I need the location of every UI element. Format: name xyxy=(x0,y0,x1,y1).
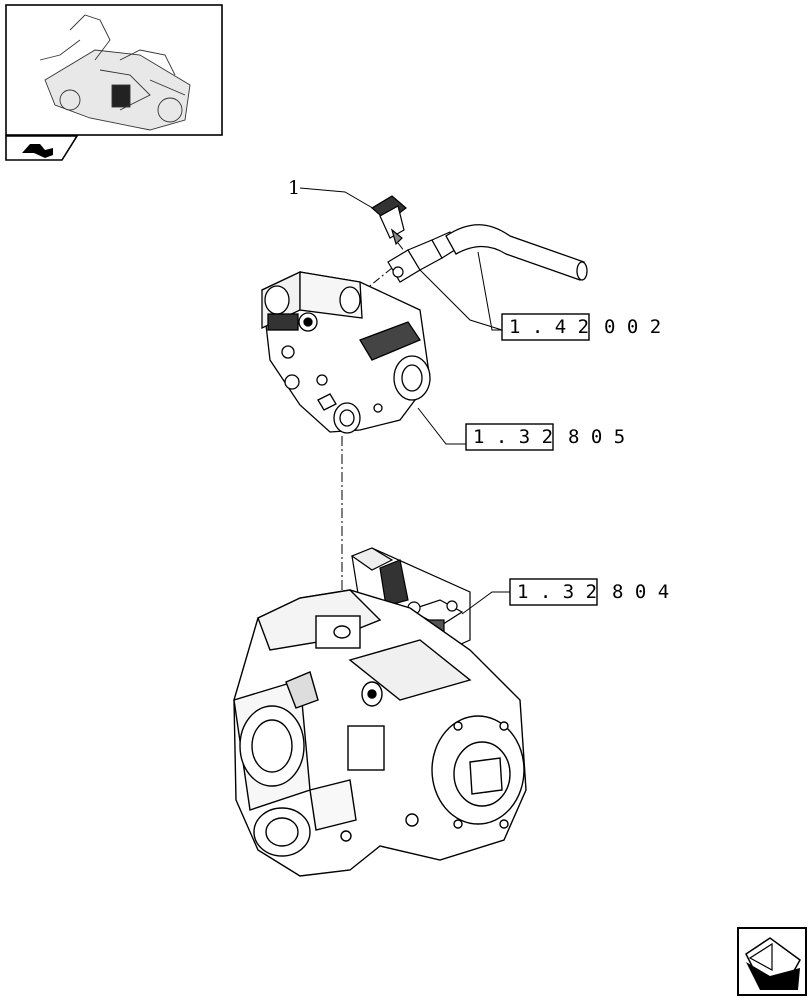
overview-thumbnail[interactable] xyxy=(5,4,223,136)
svg-text:1 . 4 2: 1 . 4 2 xyxy=(509,316,589,338)
section-badge-icon[interactable] xyxy=(5,135,79,161)
pressure-switch[interactable] xyxy=(370,195,407,246)
svg-text:8 0 5: 8 0 5 xyxy=(568,426,625,448)
next-page-arrow-icon[interactable] xyxy=(737,927,807,996)
part-1-number: 1 xyxy=(288,177,300,199)
reference-1-32-8-05[interactable]: 1 . 3 2 8 0 5 xyxy=(465,423,625,451)
reference-1-42[interactable]: 1 . 4 2 0 0 2 xyxy=(501,313,661,341)
part-1-callout: 1 xyxy=(288,177,377,211)
reference-1-32-8-04[interactable]: 1 . 3 2 8 0 4 xyxy=(509,578,669,606)
svg-text:1 . 3 2: 1 . 3 2 xyxy=(517,581,597,603)
svg-text:8 0 4: 8 0 4 xyxy=(612,581,669,603)
svg-text:1 . 3 2: 1 . 3 2 xyxy=(473,426,553,448)
hydraulic-hose[interactable] xyxy=(445,224,588,281)
svg-text:0 0 2: 0 0 2 xyxy=(604,316,661,338)
valve-block[interactable] xyxy=(261,270,431,434)
hydraulic-pump[interactable] xyxy=(233,589,527,877)
